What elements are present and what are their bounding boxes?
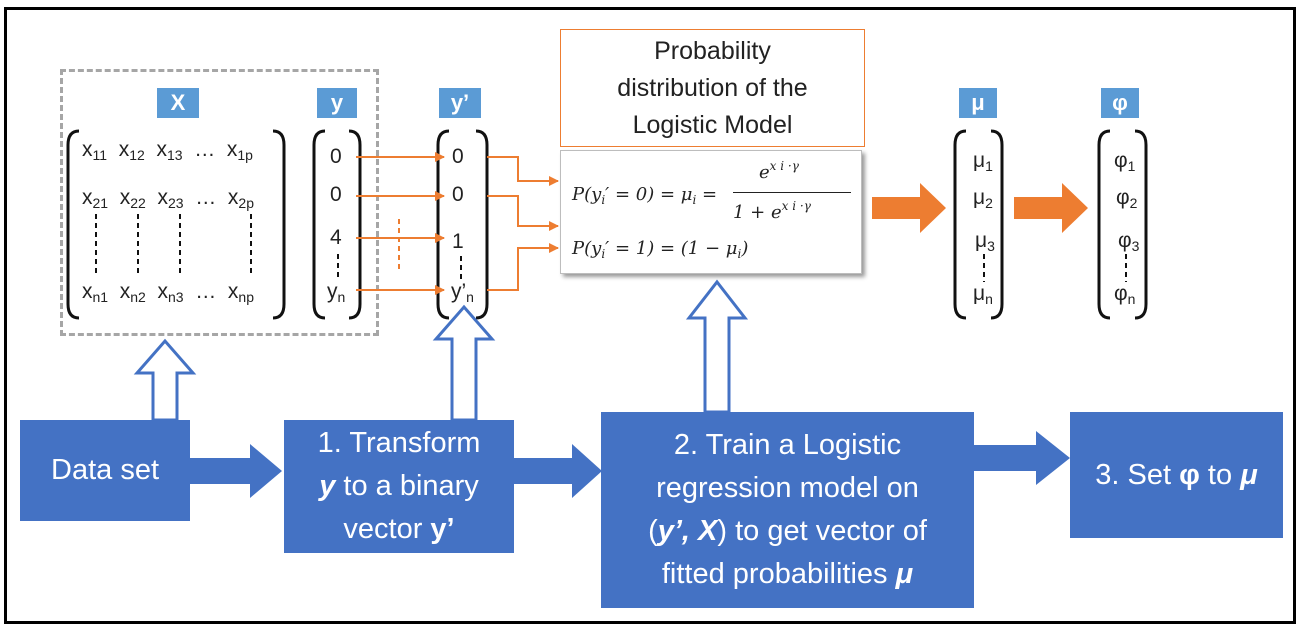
mu-value-1: μ1 (973, 149, 993, 175)
blue-flow-arrows (190, 431, 1070, 498)
matrix-vertical-dots (95, 214, 1127, 282)
bracket-y (312, 129, 362, 320)
bracket-mu (953, 129, 1004, 320)
step-data-set: Data set (20, 420, 190, 521)
y-value-n: yn (327, 280, 346, 306)
matrix-X-row-1: x11 x12 x13 … x1p (82, 138, 253, 164)
formula-p-zero: P(yi′ = 0) = μi = (572, 184, 718, 207)
mapping-arrows (356, 152, 559, 295)
y-prime-value-n: y’n (451, 280, 474, 306)
formula-p-one: P(yi′ = 1) = (1 − μi) (572, 238, 749, 261)
label-phi: φ (1101, 88, 1139, 118)
y-prime-value-3: 1 (452, 230, 464, 253)
orange-arrow-to-mu (872, 183, 946, 233)
y-prime-value-1: 0 (452, 145, 464, 168)
step-set-phi: 3. Set φ to μ (1070, 412, 1283, 538)
hollow-up-arrows (133, 279, 749, 422)
bracket-phi (1097, 129, 1148, 320)
mu-value-2: μ2 (973, 186, 993, 212)
dataset-dashed-box (60, 69, 379, 336)
phi-value-1: φ1 (1114, 149, 1136, 175)
mu-value-n: μn (973, 282, 993, 308)
y-value-1: 0 (330, 145, 342, 168)
phi-value-n: φn (1114, 282, 1136, 308)
logistic-formula-box: P(yi′ = 0) = μi = ex i ·γ 1 + ex i ·γ P(… (560, 150, 862, 274)
diagram-frame (4, 7, 1296, 624)
fraction-bar (733, 192, 851, 193)
y-value-2: 0 (330, 183, 342, 206)
phi-value-3: φ3 (1118, 229, 1140, 255)
orange-arrow-to-phi (1014, 183, 1088, 233)
formula-numerator: ex i ·γ (759, 159, 799, 183)
step-train-logistic: 2. Train a Logistic regression model on … (601, 412, 974, 608)
label-mu: μ (959, 88, 997, 118)
phi-value-2: φ2 (1116, 186, 1138, 212)
bracket-y-prime (436, 129, 489, 320)
formula-denominator: 1 + ex i ·γ (733, 199, 811, 223)
matrix-X-row-2: x21 x22 x23 … x2p (82, 186, 254, 212)
label-y-prime: y’ (439, 88, 481, 118)
y-prime-value-2: 0 (452, 183, 464, 206)
matrix-X-row-n: xn1 xn2 xn3 … xnp (82, 280, 254, 306)
step-transform: 1. Transform y to a binary vector y’ (284, 420, 514, 553)
label-y: y (317, 88, 357, 118)
bracket-X (66, 129, 286, 320)
y-value-3: 4 (330, 226, 342, 249)
label-X: X (157, 88, 199, 118)
mu-value-3: μ3 (975, 229, 995, 255)
probability-distribution-title: Probability distribution of the Logistic… (560, 29, 865, 147)
